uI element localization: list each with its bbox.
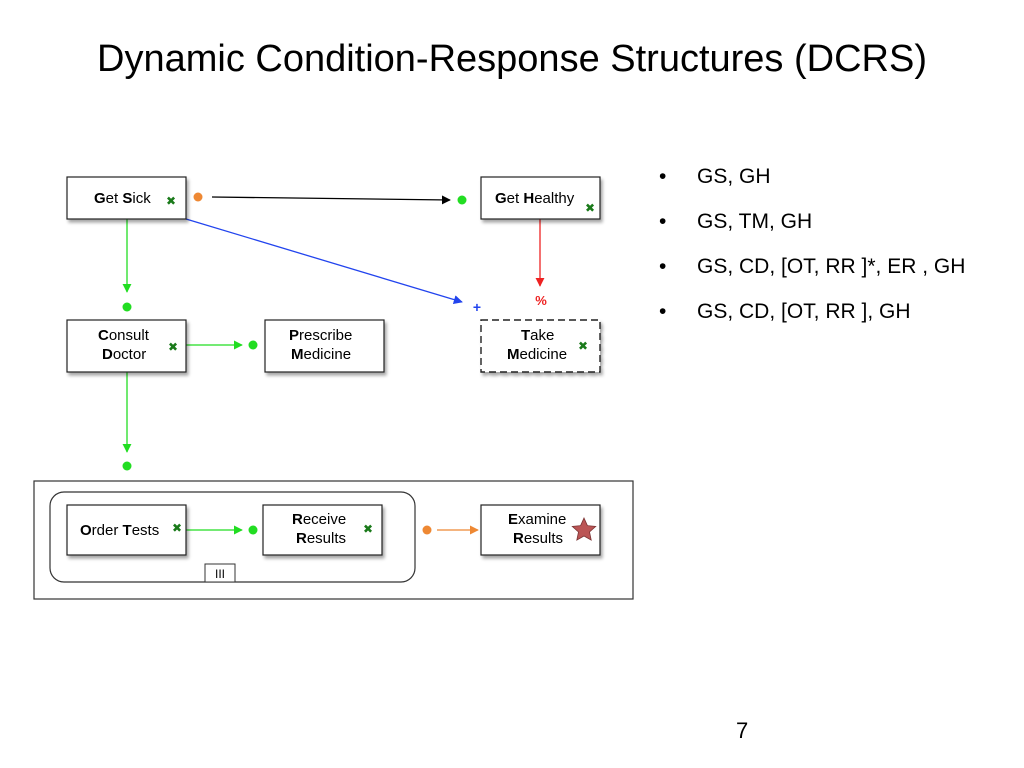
event-get-sick: Get Sick ✖ — [66, 176, 187, 220]
orange-dot-subprocess — [422, 525, 432, 535]
green-dot-process — [122, 461, 132, 471]
consult-doctor-l2b: D — [102, 346, 113, 363]
svg-text:Doctor: Doctor — [102, 346, 146, 363]
order-tests-label-b2: T — [123, 522, 132, 539]
include-arrow-gs-tm — [185, 218, 463, 304]
event-order-tests: Order Tests ✖ — [66, 504, 187, 556]
get-healthy-label-r1: et — [507, 190, 524, 207]
page-number: 7 — [736, 718, 749, 743]
bullet-text: GS, GH — [697, 165, 771, 188]
get-healthy-label-r2: ealthy — [534, 190, 575, 207]
examine-results-l2r: esults — [524, 530, 563, 547]
examine-results-l2b: R — [513, 530, 524, 547]
included-mark-icon: ✖ — [578, 339, 588, 353]
event-consult-doctor: Consult Doctor ✖ — [66, 319, 187, 373]
include-marker: + — [473, 299, 481, 315]
green-dot-gh — [457, 195, 467, 205]
svg-text:Results: Results — [513, 530, 563, 547]
bullet-item: • GS, TM, GH — [655, 205, 995, 238]
consult-doctor-l2r: octor — [113, 346, 146, 363]
included-mark-icon: ✖ — [585, 201, 595, 215]
take-medicine-l1r: ake — [530, 327, 554, 344]
bullet-text: GS, TM, GH — [697, 210, 813, 233]
get-sick-label-r1: et — [106, 190, 123, 207]
svg-text:Take: Take — [521, 327, 554, 344]
exclude-marker: % — [535, 293, 547, 308]
bullet-text: GS, CD, [OT, RR ]*, ER , GH — [697, 255, 966, 278]
receive-results-l2b: R — [296, 530, 307, 547]
examine-results-l1r: xamine — [518, 511, 566, 528]
receive-results-l1r: eceive — [303, 511, 346, 528]
event-receive-results: Receive Results ✖ — [262, 504, 383, 556]
bullet-dot-icon: • — [659, 165, 667, 188]
event-prescribe-medicine: Prescribe Medicine — [264, 319, 385, 373]
bullet-dot-icon: • — [659, 300, 667, 323]
svg-text:Medicine: Medicine — [507, 346, 567, 363]
take-medicine-l1b: T — [521, 327, 530, 344]
orange-dot-gs — [193, 192, 203, 202]
bullet-list: • GS, GH • GS, TM, GH • GS, CD, [OT, RR ]*,… — [655, 160, 995, 340]
receive-results-l1b: R — [292, 511, 303, 528]
event-get-healthy: Get Healthy ✖ — [480, 176, 601, 220]
outer-process-frame — [33, 480, 634, 600]
subprocess-tag: III — [215, 567, 225, 581]
svg-text:Receive: Receive — [292, 511, 346, 528]
order-tests-label-r2: ests — [132, 522, 160, 539]
slide-title: Dynamic Condition-Response Structures (D… — [97, 38, 927, 80]
examine-results-l1b: E — [508, 511, 518, 528]
svg-text:Get Sick: Get Sick — [94, 190, 151, 207]
take-medicine-l2r: edicine — [520, 346, 568, 363]
get-healthy-label-b1: G — [495, 190, 507, 207]
prescribe-medicine-l2b: M — [291, 346, 304, 363]
get-sick-label-b1: G — [94, 190, 106, 207]
included-mark-icon: ✖ — [363, 522, 373, 536]
prescribe-medicine-l1r: rescribe — [299, 327, 352, 344]
green-dot-pm — [248, 340, 258, 350]
order-tests-label-r1: rder — [92, 522, 123, 539]
prescribe-medicine-l1b: P — [289, 327, 299, 344]
svg-text:Examine: Examine — [508, 511, 566, 528]
consult-doctor-l1r: onsult — [109, 327, 150, 344]
bullet-dot-icon: • — [659, 210, 667, 233]
svg-text:Consult: Consult — [98, 327, 150, 344]
get-healthy-label-b2: H — [523, 190, 534, 207]
svg-text:Get Healthy: Get Healthy — [495, 190, 575, 207]
subprocess-tag-box — [204, 563, 236, 583]
star-icon — [571, 517, 597, 541]
svg-text:Medicine: Medicine — [291, 346, 351, 363]
order-tests-label-b1: O — [80, 522, 92, 539]
receive-results-l2r: esults — [307, 530, 346, 547]
bullet-item: • GS, GH — [655, 160, 995, 193]
included-mark-icon: ✖ — [172, 521, 182, 535]
green-dot-cd — [122, 302, 132, 312]
bullet-dot-icon: • — [659, 255, 667, 278]
bullet-text: GS, CD, [OT, RR ], GH — [697, 300, 911, 323]
condition-arrow-gs-gh — [211, 195, 451, 205]
consult-doctor-l1b: C — [98, 327, 109, 344]
included-mark-icon: ✖ — [166, 194, 176, 208]
bullet-item: • GS, CD, [OT, RR ], GH — [655, 295, 995, 328]
get-sick-label-r2: ick — [132, 190, 151, 207]
green-dot-rr — [248, 525, 258, 535]
included-mark-icon: ✖ — [168, 340, 178, 354]
bullet-item: • GS, CD, [OT, RR ]*, ER , GH — [655, 250, 995, 283]
event-take-medicine: Take Medicine ✖ — [480, 319, 601, 373]
prescribe-medicine-l2r: edicine — [304, 346, 352, 363]
svg-text:Prescribe: Prescribe — [289, 327, 352, 344]
svg-text:Results: Results — [296, 530, 346, 547]
take-medicine-l2b: M — [507, 346, 520, 363]
get-sick-label-b2: S — [122, 190, 132, 207]
event-examine-results: Examine Results — [480, 504, 601, 556]
svg-text:Order Tests: Order Tests — [80, 522, 159, 539]
